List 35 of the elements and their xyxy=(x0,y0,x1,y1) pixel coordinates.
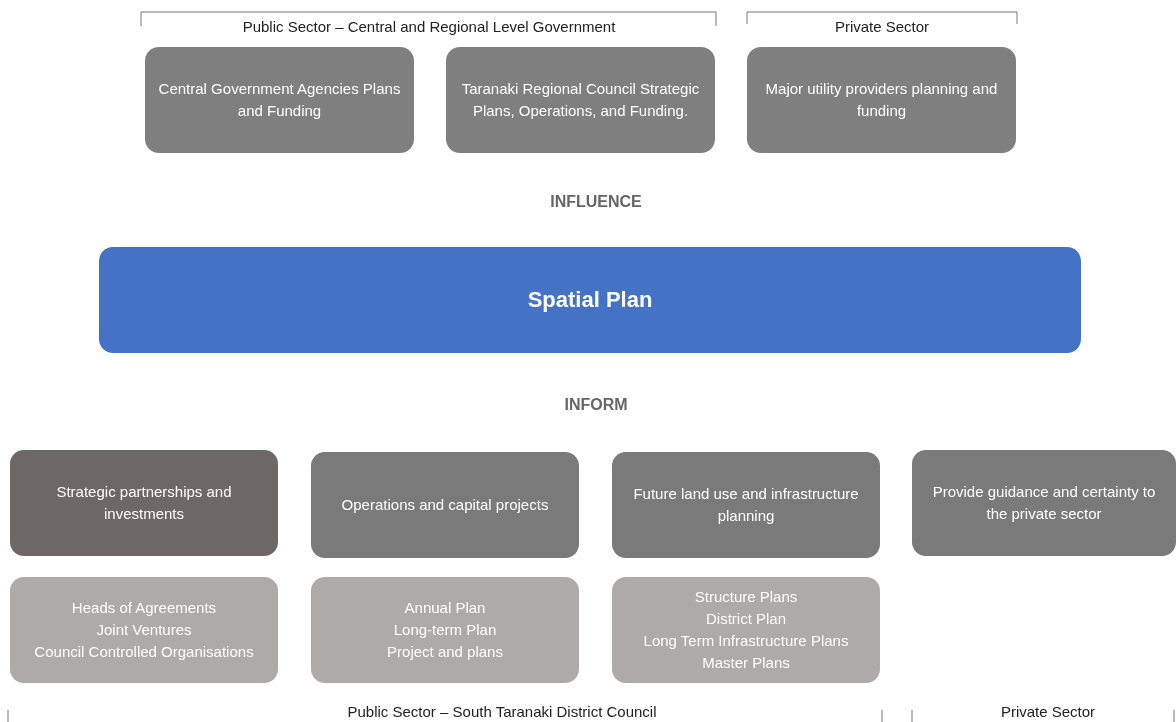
process-box xyxy=(747,47,1016,153)
node-text: Operations and capital projects xyxy=(341,495,549,515)
process-box xyxy=(145,47,414,153)
node-text: Provide guidance and certainty to the private sector xyxy=(931,482,1157,524)
group-heading: Private Sector xyxy=(834,18,930,35)
node-text: Project and plans xyxy=(387,642,503,662)
process-box xyxy=(311,452,579,558)
process-box xyxy=(10,577,278,683)
node-text: District Plan xyxy=(706,609,786,629)
node-text: Major utility providers planning and funding xyxy=(764,79,999,121)
node-text: Annual Plan xyxy=(404,598,486,618)
process-box xyxy=(10,450,278,556)
process-box xyxy=(311,577,579,683)
node-text: Long-term Plan xyxy=(393,620,497,640)
process-box xyxy=(446,47,715,153)
node-text: Joint Ventures xyxy=(96,620,192,640)
process-box xyxy=(612,452,880,558)
process-box xyxy=(612,577,880,683)
flow-label: INFLUENCE xyxy=(550,193,642,211)
group-heading: Public Sector – Central and Regional Level Government xyxy=(242,18,616,35)
node-text: Central Government Agencies Plans and Funding xyxy=(157,79,402,121)
group-heading: Public Sector – South Taranaki District Council xyxy=(347,703,657,720)
group-heading: Private Sector xyxy=(1000,703,1096,720)
node-text: Strategic partnerships and investments xyxy=(55,482,233,524)
node-text: Structure Plans xyxy=(694,587,798,607)
node-text: Council Controlled Organisations xyxy=(34,642,254,662)
node-text: Taranaki Regional Council Strategic Plans, Operations, and Funding. xyxy=(460,79,701,121)
node-text: Future land use and infrastructure planning xyxy=(632,484,860,526)
plan-banner xyxy=(99,247,1081,353)
process-box xyxy=(912,450,1176,556)
node-text: Spatial Plan xyxy=(527,289,653,311)
node-text: Heads of Agreements xyxy=(71,598,217,618)
flow-label: INFORM xyxy=(564,396,628,414)
node-text: Long Term Infrastructure Plans xyxy=(643,631,849,651)
node-text: Master Plans xyxy=(702,653,790,673)
